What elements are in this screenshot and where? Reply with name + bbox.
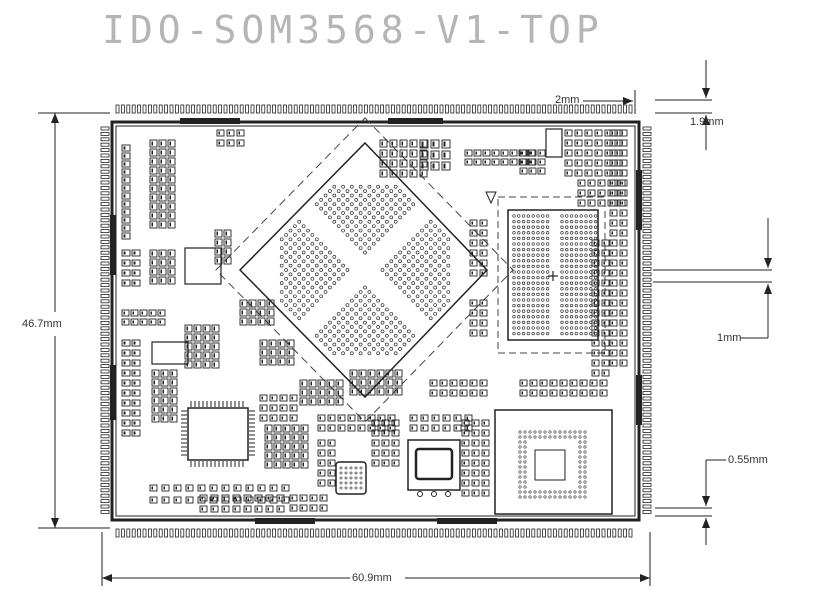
emmc-chip (494, 409, 613, 515)
qfp-pins (181, 401, 255, 467)
dimension-lines (38, 60, 772, 586)
soc-bga-chip (215, 117, 514, 423)
small-bga-chip (335, 461, 367, 495)
soc-ball-grid (279, 184, 451, 356)
ddr-ball-grid (512, 214, 598, 336)
pin-pitch-dimension-label: 1mm (717, 332, 742, 344)
passive-components (121, 129, 628, 513)
height-dimension-label: 46.7mm (22, 318, 62, 330)
pad-offset-dimension-label: 0.55mm (728, 454, 768, 466)
emmc-ball-grid (518, 430, 587, 499)
width-dimension-label: 60.9mm (352, 572, 392, 584)
edge-gap-dimension-label: 2mm (555, 94, 580, 106)
pmic-chip (407, 439, 461, 497)
ddr-memory-chip (485, 191, 606, 354)
drawing-title: IDO-SOM3568-V1-TOP (102, 8, 604, 52)
dimension-arrows (51, 88, 772, 582)
edge-pad-rows (100, 104, 652, 538)
inductor-parts (151, 128, 563, 365)
top-offset-dimension-label: 1.9mm (690, 116, 724, 128)
qfp-chip (181, 401, 255, 467)
board-outline (110, 120, 641, 522)
edge-connector-bars (110, 118, 642, 524)
